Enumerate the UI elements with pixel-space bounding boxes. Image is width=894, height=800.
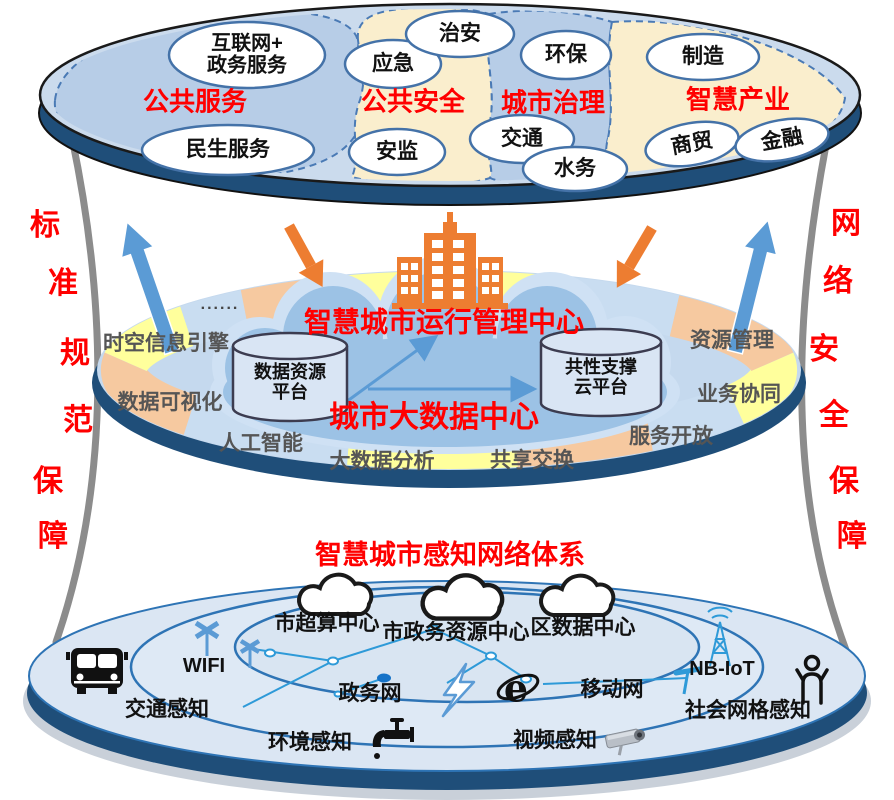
bubble-traffic: 交通 xyxy=(501,127,543,151)
data-resource-cylinder xyxy=(231,331,349,423)
social-grid-perception-label: 社会网格感知 xyxy=(685,699,811,723)
faucet-icon xyxy=(372,718,414,759)
bubble-environment: 环保 xyxy=(545,43,587,67)
top-platter xyxy=(38,2,862,206)
person-icon xyxy=(795,654,829,705)
down-arrow-left-icon xyxy=(284,223,324,287)
capability-ai: 人工智能 xyxy=(219,432,303,456)
section-city-governance: 城市治理 xyxy=(500,87,606,118)
up-arrow-right-icon xyxy=(726,218,778,355)
up-arrow-left-icon xyxy=(120,220,181,356)
video-perception-label: 视频感知 xyxy=(513,729,597,753)
district-data-center-label: 区数据中心 xyxy=(530,616,636,640)
wifi-antenna-icon xyxy=(194,620,220,656)
bottom-platter: e xyxy=(23,572,871,800)
capability-share-exchange: 共享交换 xyxy=(490,449,574,473)
gov-network-label: 政务网 xyxy=(338,682,402,706)
supercomputing-center-label: 市超算中心 xyxy=(274,612,380,636)
antenna-small-icon xyxy=(239,639,261,668)
big-data-center-title: 城市大数据中心 xyxy=(329,401,539,435)
capability-spatiotemporal-engine: 时空信息引擎 xyxy=(103,332,229,356)
cctv-camera-icon xyxy=(604,728,646,756)
guarantee-curve-left xyxy=(52,134,102,646)
bubble-water: 水务 xyxy=(554,157,596,181)
perception-network-title: 智慧城市感知网络体系 xyxy=(315,539,585,570)
bubble-emergency: 应急 xyxy=(372,52,414,76)
down-arrow-right-icon xyxy=(616,225,657,288)
guarantee-curve-right xyxy=(798,141,850,654)
capability-service-open: 服务开放 xyxy=(629,425,713,449)
cloud-platform-cylinder xyxy=(539,327,663,418)
environment-perception-label: 环境感知 xyxy=(268,731,352,755)
svg-text:e: e xyxy=(504,666,528,711)
section-public-service: 公共服务 xyxy=(142,86,248,117)
ellipsis-dots: ...... xyxy=(200,296,240,314)
section-smart-industry: 智慧产业 xyxy=(685,84,791,115)
data-resource-platform-label: 数据资源 平台 xyxy=(254,361,326,402)
lightning-icon xyxy=(441,662,476,718)
bubble-internet-gov: 互联网+ 政务服务 xyxy=(207,32,287,77)
management-center-title: 智慧城市运行管理中心 xyxy=(303,306,585,338)
gov-resource-center-label: 市政务资源中心 xyxy=(382,621,530,645)
bubble-livelihood: 民生服务 xyxy=(186,138,270,162)
bubble-security: 治安 xyxy=(439,22,481,46)
capability-business-collaboration: 业务协同 xyxy=(697,383,781,407)
building-icon xyxy=(392,212,508,309)
nbiot-tower-icon xyxy=(707,606,733,667)
section-public-safety: 公共安全 xyxy=(360,86,466,117)
service-bubbles xyxy=(140,9,830,193)
nbiot-label: NB-IoT xyxy=(689,657,755,680)
bubble-manufacturing: 制造 xyxy=(682,45,724,69)
mobile-network-label: 移动网 xyxy=(580,678,644,702)
bubble-safety-supervision: 安监 xyxy=(376,140,418,164)
middle-platter xyxy=(92,212,806,488)
wifi-label: WIFI xyxy=(182,654,226,677)
capability-resource-management: 资源管理 xyxy=(690,329,774,353)
bus-icon xyxy=(66,648,128,694)
capability-data-visualization: 数据可视化 xyxy=(117,391,223,415)
ie-browser-icon: e xyxy=(496,666,540,711)
capability-bigdata-analysis: 大数据分析 xyxy=(329,450,435,474)
network-nodes xyxy=(264,624,532,698)
traffic-perception-label: 交通感知 xyxy=(125,698,209,722)
cloud-platform-label: 共性支撑 云平台 xyxy=(565,356,637,397)
supercomputing-cloud-icon xyxy=(297,572,374,616)
district-data-cloud-icon xyxy=(539,573,616,617)
mobile-antenna-icon xyxy=(673,666,703,695)
